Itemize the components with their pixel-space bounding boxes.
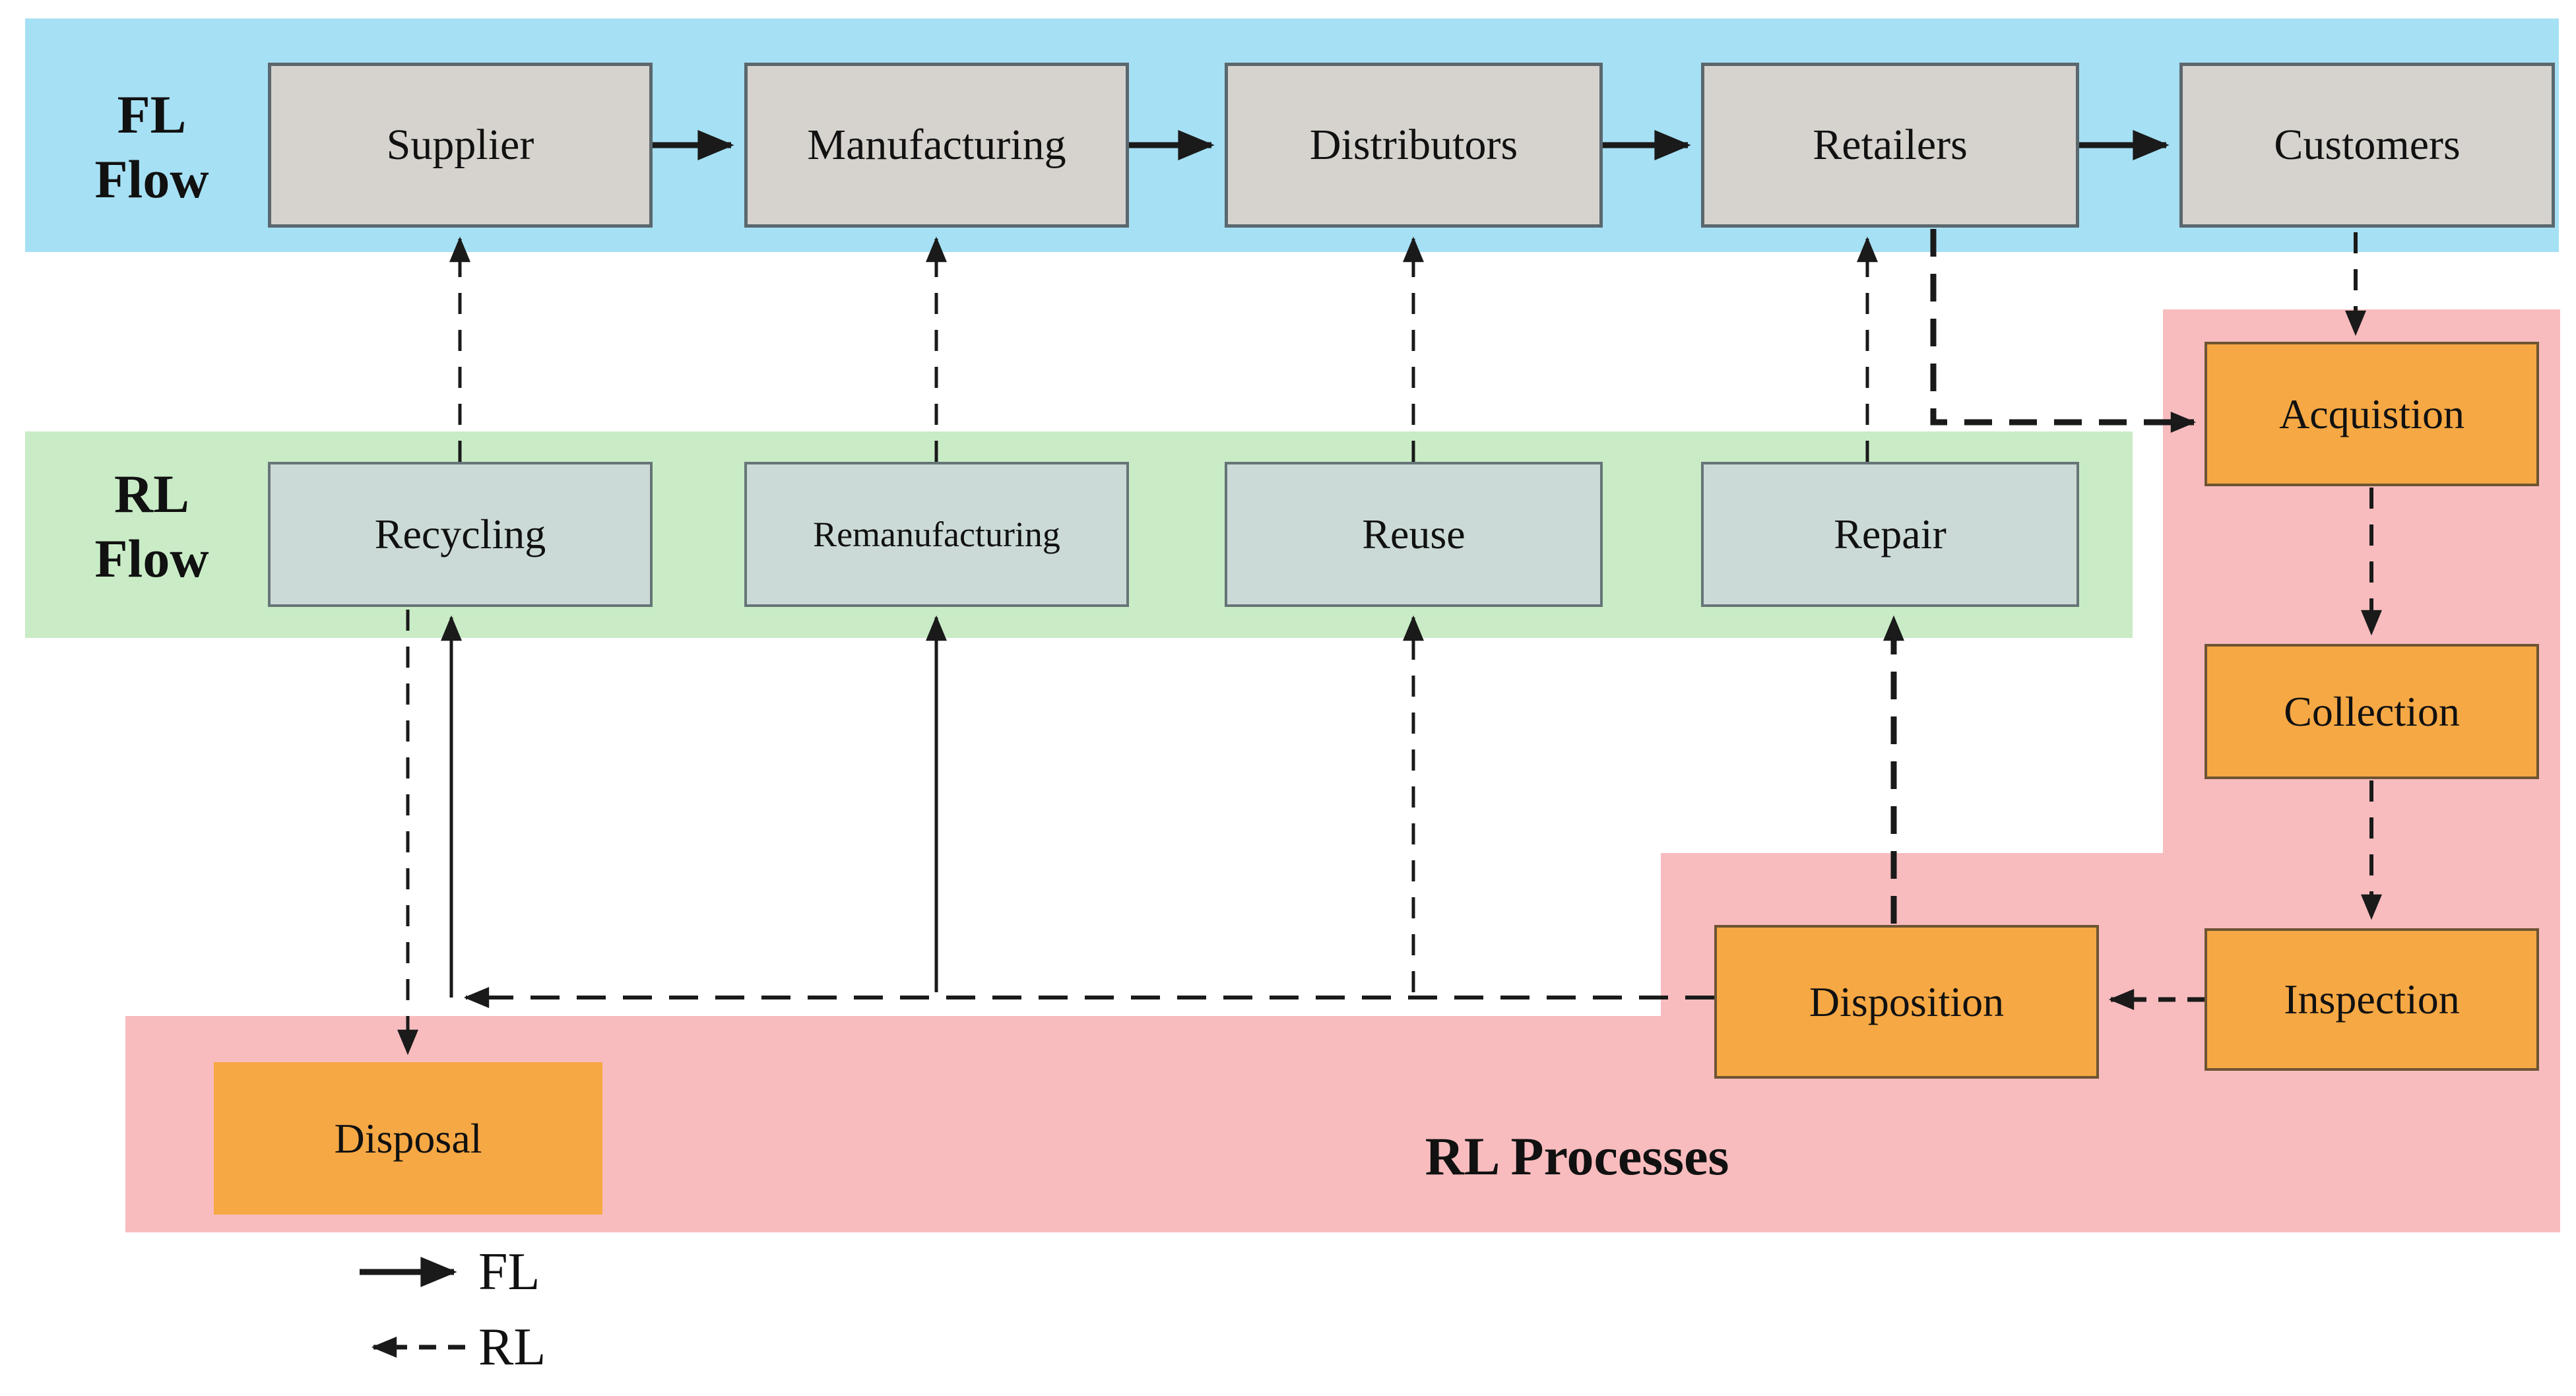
rl-flow-label-line2: Flow bbox=[94, 528, 209, 589]
node-acquistion-label: Acquistion bbox=[2279, 390, 2464, 437]
edge-retailers-acquistion bbox=[1930, 229, 2197, 433]
legend-fl-label: FL bbox=[478, 1243, 540, 1301]
rl-flow-label-line1: RL bbox=[114, 464, 189, 524]
node-reuse-label: Reuse bbox=[1362, 511, 1465, 558]
node-supplier: Supplier bbox=[268, 63, 653, 228]
node-disposal: Disposal bbox=[214, 1062, 602, 1215]
node-retailers: Retailers bbox=[1701, 63, 2079, 228]
fl-flow-label-line1: FL bbox=[117, 84, 187, 144]
node-manufacturing-label: Manufacturing bbox=[807, 121, 1066, 170]
node-distributors: Distributors bbox=[1225, 63, 1603, 228]
node-supplier-label: Supplier bbox=[386, 121, 534, 170]
node-manufacturing: Manufacturing bbox=[744, 63, 1129, 228]
node-customers-label: Customers bbox=[2274, 121, 2461, 170]
node-recycling: Recycling bbox=[268, 462, 653, 607]
node-repair-label: Repair bbox=[1834, 511, 1947, 558]
legend-rl-label: RL bbox=[478, 1318, 546, 1376]
fl-flow-label: FL Flow bbox=[59, 82, 244, 212]
node-inspection: Inspection bbox=[2205, 928, 2539, 1071]
node-retailers-label: Retailers bbox=[1813, 121, 1968, 170]
node-recycling-label: Recycling bbox=[374, 511, 546, 558]
node-inspection-label: Inspection bbox=[2284, 976, 2460, 1023]
node-repair: Repair bbox=[1701, 462, 2079, 607]
node-customers: Customers bbox=[2179, 63, 2555, 228]
fl-flow-label-line2: Flow bbox=[94, 149, 209, 210]
node-distributors-label: Distributors bbox=[1309, 121, 1518, 170]
node-acquistion: Acquistion bbox=[2205, 342, 2539, 486]
node-disposition: Disposition bbox=[1714, 925, 2099, 1079]
rl-flow-label: RL Flow bbox=[59, 462, 244, 592]
node-disposition-label: Disposition bbox=[1809, 978, 2005, 1025]
node-reuse: Reuse bbox=[1225, 462, 1603, 607]
node-collection: Collection bbox=[2205, 644, 2539, 779]
rl-processes-label: RL Processes bbox=[1425, 1126, 1729, 1186]
node-collection-label: Collection bbox=[2284, 687, 2460, 735]
node-remanufacturing: Remanufacturing bbox=[744, 462, 1129, 607]
node-disposal-label: Disposal bbox=[334, 1114, 482, 1162]
node-remanufacturing-label: Remanufacturing bbox=[813, 514, 1060, 554]
